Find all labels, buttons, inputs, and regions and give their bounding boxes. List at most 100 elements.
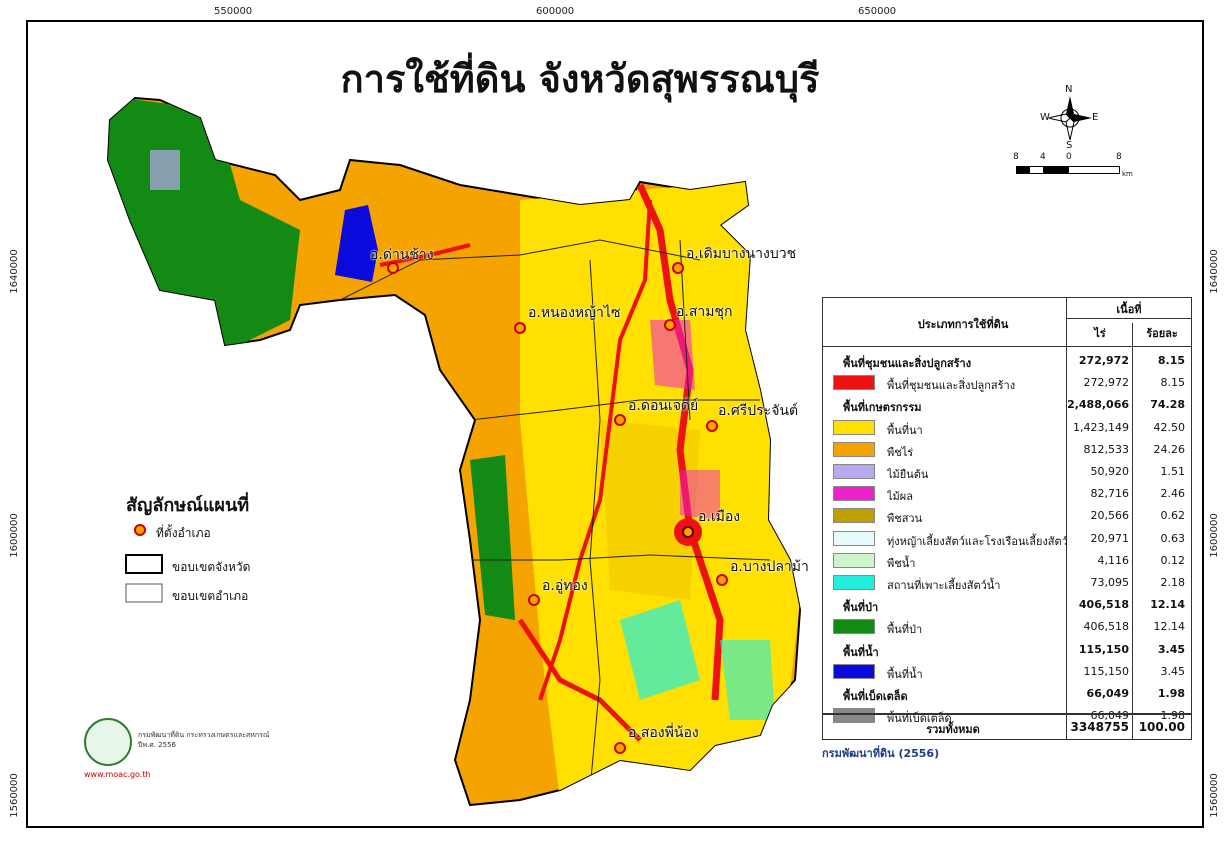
data-source: กรมพัฒนาที่ดิน (2556): [822, 747, 940, 760]
legend-rai: 20,566: [1090, 509, 1130, 523]
district-marker: [672, 262, 684, 274]
legend-rai: 4,116: [1097, 553, 1130, 567]
legend-name: ไม้ยืนต้น: [887, 468, 929, 481]
logo-url: www.moac.go.th: [84, 770, 151, 779]
legend-pct: 1.98: [1160, 709, 1186, 723]
map-title: การใช้ที่ดิน จังหวัดสุพรรณบุรี: [340, 57, 820, 101]
legend-item-row: ทุ่งหญ้าเลี้ยงสัตว์และโรงเรือนเลี้ยงสัตว…: [823, 528, 1191, 550]
legend-header-area: เนื้อที่: [1067, 300, 1191, 319]
district-point-symbol: [134, 524, 146, 536]
legend-name: ทุ่งหญ้าเลี้ยงสัตว์และโรงเรือนเลี้ยงสัตว…: [887, 534, 1067, 548]
legend-rai: 115,150: [1078, 642, 1129, 656]
legend-item-row: พื้นที่นา 1,423,149 42.50: [823, 417, 1191, 439]
compass-n: N: [1065, 84, 1073, 95]
scale-unit: km: [1122, 170, 1133, 178]
legend-color-swatch: [833, 375, 875, 391]
place-label: อ.เดิมบางนางบวช: [686, 246, 797, 262]
place-label: อ.บางปลาม้า: [730, 559, 809, 575]
legend-header-type: ประเภทการใช้ที่ดิน: [917, 318, 1009, 331]
legend-pct: 2.46: [1160, 487, 1186, 501]
province-boundary-symbol: [125, 554, 163, 574]
legend-name: พื้นที่เบ็ดเตล็ด: [887, 712, 952, 726]
legend-color-swatch: [833, 441, 875, 457]
legend-pct: 8.15: [1160, 376, 1186, 390]
legend-header: ประเภทการใช้ที่ดิน เนื้อที่ ไร่ ร้อยละ: [823, 298, 1191, 347]
legend-pct: 1.51: [1160, 465, 1186, 478]
legend-color-swatch: [833, 663, 875, 679]
land-use-legend: ประเภทการใช้ที่ดิน เนื้อที่ ไร่ ร้อยละ พ…: [822, 297, 1192, 740]
symbol-label: ขอบเขตอำเภอ: [172, 589, 249, 603]
coord-top-600000: 600000: [536, 6, 575, 17]
legend-color-swatch: [833, 530, 875, 546]
place-label: อ.อู่ทอง: [542, 578, 588, 594]
place-label: อ.หนองหญ้าไซ: [528, 305, 621, 321]
district-marker: [614, 742, 626, 754]
legend-item-row: พื้นที่ชุมชนและสิ่งปลูกสร้าง 272,972 8.15: [823, 372, 1191, 394]
legend-name: ไม้ผล: [887, 490, 913, 504]
legend-name: พื้นที่น้ำ: [887, 667, 923, 681]
legend-name: พื้นที่เบ็ดเตล็ด: [843, 690, 908, 703]
legend-rai: 115,150: [1083, 664, 1130, 678]
place-label: อ.เมือง: [698, 509, 741, 525]
legend-name: พื้นที่เกษตรกรรม: [843, 401, 922, 415]
legend-pct: 1.98: [1157, 687, 1185, 700]
legend-rai: 82,716: [1090, 487, 1130, 501]
compass-s: S: [1066, 140, 1073, 151]
place-label: อ.สองพี่น้อง: [628, 725, 699, 741]
district-marker: [664, 319, 676, 331]
place-label: อ.สามชุก: [676, 304, 733, 320]
legend-pct: 74.28: [1150, 398, 1185, 412]
scale-label-0: 0: [1066, 152, 1072, 162]
legend-rai: 66,049: [1086, 687, 1129, 700]
coord-top-650000: 650000: [858, 6, 897, 17]
compass-w: W: [1040, 112, 1050, 123]
legend-name: พื้นที่นา: [887, 423, 923, 437]
legend-name: พื้นที่ชุมชนและสิ่งปลูกสร้าง: [887, 379, 1016, 393]
legend-color-swatch: [833, 619, 875, 635]
legend-color-swatch: [833, 464, 875, 479]
legend-name: พื้นที่ชุมชนและสิ่งปลูกสร้าง: [843, 357, 972, 370]
legend-pct: 24.26: [1153, 442, 1186, 456]
legend-color-swatch: [833, 708, 875, 724]
legend-name: พืชไร่: [887, 445, 914, 459]
legend-rai: 73,095: [1090, 576, 1130, 589]
legend-name: พื้นที่ป่า: [843, 601, 879, 615]
legend-pct: 0.63: [1160, 531, 1186, 545]
legend-pct: 12.14: [1153, 620, 1186, 634]
symbol-legend-title: สัญลักษณ์แผนที่: [126, 495, 250, 516]
legend-pct: 12.14: [1150, 598, 1185, 612]
legend-pct: 3.45: [1157, 642, 1185, 656]
legend-category-row: พื้นที่เกษตรกรรม 2,488,066 74.28: [823, 394, 1191, 416]
compass-e: E: [1092, 112, 1099, 123]
legend-name: พืชน้ำ: [887, 556, 916, 570]
legend-rai: 2,488,066: [1067, 398, 1129, 412]
legend-pct: 0.62: [1160, 509, 1186, 523]
place-label: อ.ดอนเจดีย์: [628, 398, 699, 414]
symbol-label: ที่ตั้งอำเภอ: [156, 526, 211, 540]
legend-color-swatch: [833, 552, 875, 568]
legend-color-swatch: [833, 486, 875, 502]
legend-name: พื้นที่น้ำ: [843, 645, 879, 659]
logo-line1: กรมพัฒนาที่ดิน กระทรวงเกษตรและสหกรณ์: [138, 731, 270, 739]
legend-pct: 3.45: [1160, 664, 1186, 678]
legend-color-swatch: [833, 419, 875, 435]
scale-bar: [1016, 166, 1120, 174]
district-marker: [716, 574, 728, 586]
legend-item-row: ไม้ผล 82,716 2.46: [823, 483, 1191, 505]
district-marker: [614, 414, 626, 426]
legend-category-row: พื้นที่เบ็ดเตล็ด 66,049 1.98: [823, 683, 1191, 705]
legend-pct: 42.50: [1153, 420, 1186, 434]
total-pct: 100.00: [1138, 720, 1185, 734]
legend-rai: 1,423,149: [1073, 420, 1129, 434]
legend-rai: 406,518: [1083, 620, 1130, 634]
legend-rai: 272,972: [1083, 376, 1130, 390]
legend-rai: 20,971: [1090, 531, 1130, 545]
place-label: อ.ศรีประจันต์: [718, 403, 799, 419]
